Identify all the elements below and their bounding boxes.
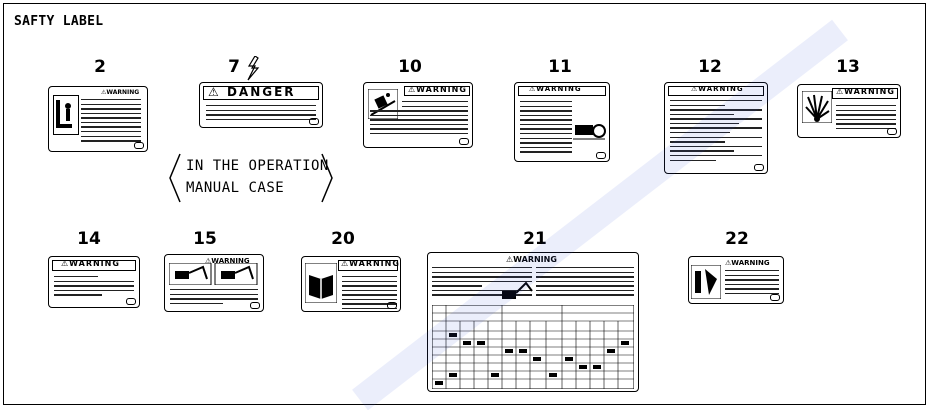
label-14-text-lines	[54, 276, 134, 299]
label-22-part-tag	[770, 294, 780, 301]
label-number-13: 13	[836, 57, 860, 77]
label-10-part-tag	[459, 138, 469, 145]
label-20-part-tag	[387, 302, 397, 309]
warning-triangle-icon: ⚠	[529, 85, 537, 93]
label-7-header: ⚠ DANGER	[208, 85, 296, 99]
safety-label-7: ⚠ DANGER	[199, 82, 323, 128]
lifting-excavator-icon	[500, 279, 534, 305]
label-number-22: 22	[725, 229, 749, 249]
safety-label-21: ⚠WARNING	[427, 252, 639, 392]
label-2-text-lines	[81, 99, 141, 145]
note-brackets	[169, 153, 333, 203]
label-11-part-tag	[596, 152, 606, 159]
tipping-machine-icon	[367, 88, 399, 123]
label-14-part-tag	[126, 298, 136, 305]
warning-triangle-icon: ⚠	[61, 259, 70, 268]
label-number-21: 21	[523, 229, 547, 249]
label-12-header: ⚠WARNING	[691, 85, 744, 93]
label-20-text-lines	[342, 276, 397, 311]
label-7-text-lines	[206, 105, 316, 123]
label-11-header-box	[518, 86, 606, 96]
safety-label-13: ⚠WARNING	[797, 84, 901, 138]
label-2-part-tag	[134, 142, 144, 149]
safety-label-22: ⚠WARNING	[688, 256, 784, 304]
label-7-header-box	[203, 86, 319, 100]
safety-label-10: ⚠WARNING	[363, 82, 473, 148]
label-number-11: 11	[548, 57, 572, 77]
label-14-header: ⚠WARNING	[61, 259, 120, 268]
label-22-header: ⚠WARNING	[725, 259, 770, 267]
safety-label-14: ⚠WARNING	[48, 256, 140, 308]
label-7-part-tag	[309, 118, 319, 125]
lightning-symbol-icon	[247, 56, 260, 81]
safety-label-11: ⚠WARNING	[514, 82, 610, 162]
label-15-part-tag	[250, 302, 260, 309]
operation-manual-note: IN THE OPERATION MANUAL CASE	[186, 155, 329, 199]
read-manual-book-icon	[304, 262, 338, 307]
warning-triangle-icon: ⚠	[725, 259, 732, 267]
label-20-header: ⚠WARNING	[341, 259, 400, 268]
warning-triangle-icon: ⚠	[506, 255, 514, 264]
label-12-text-lines	[670, 100, 762, 164]
warning-triangle-icon: ⚠	[341, 259, 350, 268]
label-14-header-box	[52, 260, 136, 271]
label-13-part-tag	[887, 128, 897, 135]
label-10-header: ⚠WARNING	[408, 85, 467, 94]
label-15-header: ⚠WARNING	[205, 257, 250, 265]
label-12-header-box	[668, 86, 764, 96]
warning-triangle-icon: ⚠	[836, 87, 845, 96]
danger-triangle-icon: ⚠	[208, 85, 221, 99]
label-13-header-box	[832, 88, 898, 99]
lift-capacity-table	[431, 304, 635, 391]
label-number-14: 14	[77, 229, 101, 249]
safety-label-12: ⚠WARNING	[664, 82, 768, 174]
label-21-header: ⚠WARNING	[506, 255, 557, 264]
drawing-frame	[3, 3, 926, 405]
rollover-pictogram-icon	[571, 117, 607, 145]
label-number-20: 20	[331, 229, 355, 249]
label-12-part-tag	[754, 164, 764, 171]
hot-fluid-burst-icon	[801, 90, 833, 127]
label-number-12: 12	[698, 57, 722, 77]
safety-label-15: ⚠WARNING	[164, 254, 264, 312]
label-2-header: ⚠WARNING	[101, 89, 140, 96]
label-number-15: 15	[193, 229, 217, 249]
label-22-text-lines	[725, 270, 779, 297]
label-13-header: ⚠WARNING	[836, 87, 895, 96]
label-11-header: ⚠WARNING	[529, 85, 582, 93]
label-21-right-text-lines	[536, 267, 634, 299]
label-15-text-lines	[170, 289, 258, 307]
warning-triangle-icon: ⚠	[408, 85, 417, 94]
safety-label-20: ⚠WARNING	[301, 256, 401, 312]
warning-triangle-icon: ⚠	[691, 85, 699, 93]
label-21-left-text-lines	[432, 267, 532, 299]
label-20-header-box	[338, 260, 398, 271]
entanglement-pictogram-icon	[690, 264, 722, 303]
label-number-2: 2	[94, 57, 106, 77]
sheet-title: SAFTY LABEL	[14, 14, 104, 29]
crushing-pictogram-icon	[168, 262, 259, 289]
safety-label-2: ⚠WARNING	[48, 86, 148, 152]
warning-triangle-icon: ⚠	[205, 257, 212, 265]
hazard-pictogram-icon	[53, 95, 79, 135]
warning-triangle-icon: ⚠	[101, 89, 107, 96]
label-10-header-box	[404, 86, 470, 96]
label-10-text-lines	[370, 101, 468, 138]
label-11-text-lines	[520, 101, 572, 156]
label-13-text-lines	[836, 105, 896, 132]
note-line-1: IN THE OPERATION	[186, 158, 329, 174]
label-number-7: 7	[228, 57, 240, 77]
note-line-2: MANUAL CASE	[186, 180, 285, 196]
label-number-10: 10	[398, 57, 422, 77]
